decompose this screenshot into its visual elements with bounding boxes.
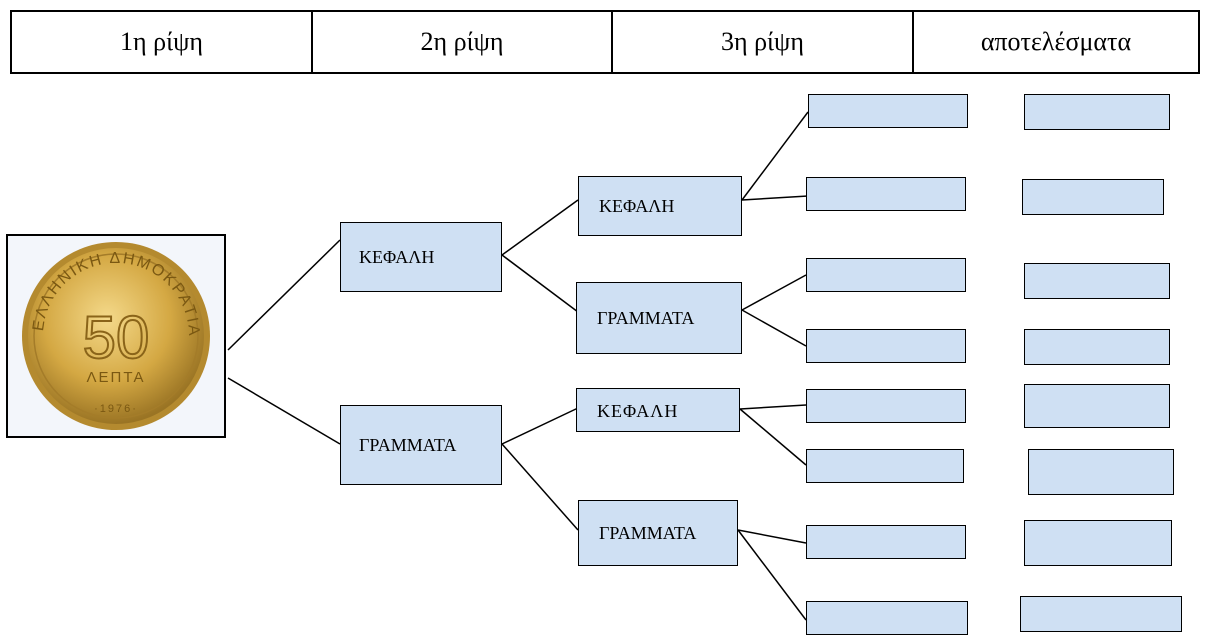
connector-d-r7 — [737, 529, 807, 544]
header-results: αποτελέσματα — [980, 27, 1132, 56]
coin-image: ΕΛΛΗΝΙΚΗ ΔΗΜΟΚΡΑΤΙΑ 50 ΛΕΠΤΑ ·1976· — [6, 234, 226, 438]
header-table: 1η ρίψη 2η ρίψη 3η ρίψη αποτελέσματα — [10, 10, 1200, 74]
connector-a-r1 — [741, 111, 809, 201]
header-third-toss: 3η ρίψη — [613, 12, 914, 72]
connector-c-r6 — [739, 408, 807, 466]
connector-c-r5 — [739, 404, 807, 410]
header-first-toss: 1η ρίψη — [12, 12, 313, 72]
coin-50-lepta-icon: ΕΛΛΗΝΙΚΗ ΔΗΜΟΚΡΑΤΙΑ 50 ΛΕΠΤΑ ·1976· — [22, 242, 210, 430]
result-box[interactable] — [1020, 596, 1182, 632]
svg-text:ΛΕΠΤΑ: ΛΕΠΤΑ — [87, 369, 146, 386]
node-second-tails: ΓΡΑΜΜΑΤΑ — [340, 405, 502, 485]
result-box[interactable] — [1024, 263, 1170, 299]
outcome-box[interactable] — [806, 329, 966, 363]
result-box[interactable] — [1024, 94, 1170, 130]
node-second-heads-label: ΚΕΦΑΛΗ — [359, 246, 435, 267]
connector-heads-b — [501, 254, 579, 313]
outcome-box[interactable] — [806, 258, 966, 292]
node-third-b-label: ΓΡΑΜΜΑΤΑ — [597, 307, 695, 328]
result-box[interactable] — [1024, 329, 1170, 365]
outcome-box[interactable] — [806, 177, 966, 211]
result-box[interactable] — [1024, 520, 1172, 566]
connector-a-r2 — [741, 195, 809, 201]
node-third-a: ΚΕΦΑΛΗ — [578, 176, 742, 236]
node-third-d: ΓΡΑΜΜΑΤΑ — [578, 500, 738, 566]
connector-b-r3 — [741, 274, 807, 311]
header-second-toss: 2η ρίψη — [313, 12, 613, 72]
result-box[interactable] — [1028, 449, 1174, 495]
result-box[interactable] — [1022, 179, 1164, 215]
node-second-tails-label: ΓΡΑΜΜΑΤΑ — [359, 434, 457, 455]
outcome-box[interactable] — [806, 525, 966, 559]
node-third-b: ΓΡΑΜΜΑΤΑ — [576, 282, 742, 354]
node-third-c-label: ΚΕΦΑΛΗ — [597, 401, 679, 421]
result-box[interactable] — [1024, 384, 1170, 428]
connector-tails-c — [501, 407, 579, 445]
outcome-box[interactable] — [806, 389, 966, 423]
outcome-box[interactable] — [808, 94, 968, 128]
connector-heads-a — [501, 199, 579, 256]
connector-coin-tails — [227, 377, 341, 445]
connector-d-r8 — [737, 529, 807, 621]
node-third-c: ΚΕΦΑΛΗ — [576, 388, 740, 432]
connector-tails-d — [501, 443, 579, 531]
node-third-a-label: ΚΕΦΑΛΗ — [599, 195, 675, 216]
node-third-d-label: ΓΡΑΜΜΑΤΑ — [599, 522, 697, 543]
svg-text:·1976·: ·1976· — [94, 403, 138, 415]
outcome-box[interactable] — [806, 601, 968, 635]
outcome-box[interactable] — [806, 449, 964, 483]
node-second-heads: ΚΕΦΑΛΗ — [340, 222, 502, 292]
svg-text:50: 50 — [83, 304, 150, 371]
connector-b-r4 — [741, 309, 807, 347]
connector-coin-heads — [227, 239, 341, 351]
